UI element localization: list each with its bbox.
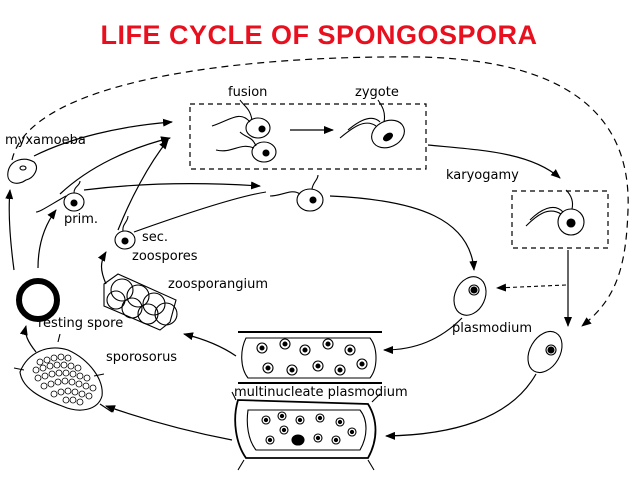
label-zoospores: zoospores — [132, 249, 198, 264]
host-cell-plasmodium — [231, 391, 381, 471]
resting-spore — [16, 278, 60, 322]
label-sec: sec. — [142, 230, 169, 245]
multinucleate-plasmodium — [238, 331, 382, 384]
zoosporangium — [103, 273, 178, 331]
label-plasmodium: plasmodium — [452, 321, 532, 336]
prim-to-myxamoeba-arrow — [35, 195, 67, 213]
label-myxamoeba: myxamoeba — [5, 133, 86, 148]
myxamoeba-to-fusion-arrow — [33, 118, 173, 157]
zygote-cell — [339, 99, 405, 149]
label-zygote: zygote — [355, 85, 399, 100]
host-cell-to-sporosorus-arrow — [105, 405, 233, 441]
myxamoeba-cell — [7, 158, 37, 184]
sec-to-swarmer-arrow — [133, 191, 267, 233]
label-zoosporangium: zoosporangium — [168, 277, 269, 292]
karyogamy-to-central-plasmodium-arrow — [496, 283, 567, 292]
sec-to-fusion-arrow — [117, 139, 169, 231]
resting-to-prim-arrow — [37, 209, 57, 269]
swarmer-to-plasmodium-arrow — [329, 195, 478, 271]
zoosporangium-to-sec-arrow — [97, 251, 107, 285]
label-karyogamy: karyogamy — [446, 168, 519, 183]
label-multinucleate-plasmodium: multinucleate plasmodium — [234, 385, 408, 400]
right-plasmodium-to-host-arrow — [385, 373, 537, 440]
diagram-title: LIFE CYCLE OF SPONGOSPORA — [100, 20, 538, 50]
outer-dashed-cycle-arrow — [11, 56, 629, 327]
prim-to-swarmer-arrow — [83, 181, 261, 191]
primary-zoospore — [63, 180, 85, 212]
sporosorus-to-resting-spore-arrow — [19, 325, 37, 353]
central-plasmodium — [453, 276, 487, 316]
label-resting-spore: resting spore — [38, 316, 124, 331]
label-sporosorus: sporosorus — [106, 350, 178, 365]
multinucleate-to-zoosporangium-arrow — [183, 332, 237, 357]
plasmodium-to-multinucleate-arrow — [383, 317, 463, 354]
fusion-zygote-dashed-box — [189, 103, 427, 170]
right-plasmodium — [527, 330, 563, 374]
label-prim: prim. — [64, 212, 99, 227]
resting-to-myxamoeba-arrow — [5, 189, 15, 271]
karyogamy-dashed-box — [511, 190, 609, 249]
secondary-zoospore — [114, 215, 136, 250]
zygote-to-karyogamy-arrow — [427, 144, 561, 179]
karyogamy-cell — [525, 189, 585, 236]
prim-to-fusion-arrow — [59, 136, 171, 195]
swarmer-cell — [269, 174, 324, 212]
label-fusion: fusion — [228, 85, 268, 100]
fusing-gametes — [211, 99, 277, 163]
sporosorus — [13, 333, 113, 413]
